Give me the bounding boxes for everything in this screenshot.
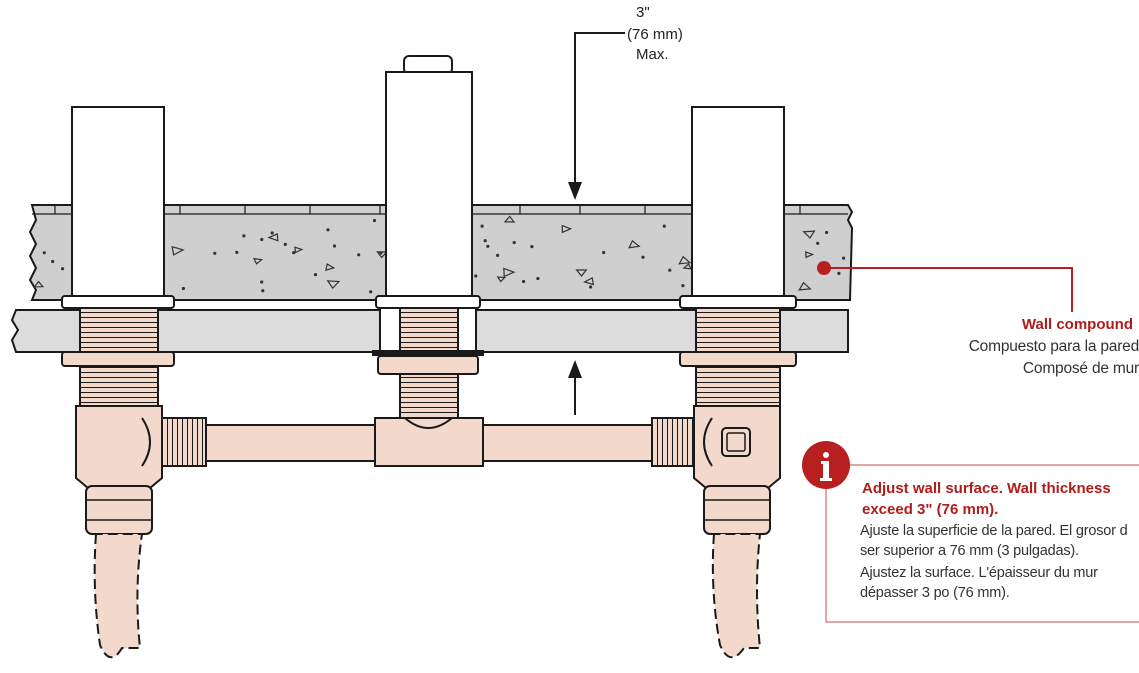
supply-pipe <box>161 417 697 467</box>
aggregate-stone <box>575 269 588 277</box>
wall-compound-es: Compuesto para la pared <box>968 338 1139 355</box>
aggregate-stone <box>171 245 185 256</box>
right-valve <box>679 106 797 659</box>
aggregate-dot <box>260 280 264 284</box>
aggregate-stone <box>324 263 336 271</box>
aggregate-stone <box>805 251 815 259</box>
note-es-line2: ser superior a 76 mm (3 pulgadas). <box>860 543 1079 559</box>
aggregate-dot <box>372 218 377 223</box>
note-box <box>802 441 1139 623</box>
note-es-line1: Ajuste la superficie de la pared. El gro… <box>860 523 1128 539</box>
aggregate-stone <box>294 246 304 254</box>
aggregate-dot <box>42 251 46 255</box>
aggregate-dot <box>530 245 534 249</box>
note-heading-line2: exceed 3" (76 mm). <box>862 501 999 518</box>
aggregate-dot <box>668 268 672 272</box>
left-valve <box>61 106 175 659</box>
note-fr-line2: dépasser 3 po (76 mm). <box>860 585 1010 601</box>
aggregate-dot <box>480 224 484 228</box>
aggregate-dot <box>824 230 829 235</box>
aggregate-dot <box>60 267 65 271</box>
aggregate-stone <box>267 233 279 242</box>
aggregate-stone <box>33 280 45 288</box>
aggregate-dot <box>474 274 478 278</box>
wall-compound-title: Wall compound <box>1021 316 1133 333</box>
aggregate-dot <box>235 250 239 254</box>
aggregate-dot <box>369 290 373 294</box>
aggregate-dot <box>292 251 296 255</box>
aggregate-stone <box>496 276 507 283</box>
aggregate-stone <box>798 281 812 291</box>
aggregate-stone <box>583 276 595 286</box>
aggregate-stone <box>682 263 693 270</box>
aggregate-dot <box>242 234 246 238</box>
aggregate-dot <box>213 251 217 255</box>
dimension-arrows <box>568 32 625 415</box>
aggregate-dot <box>521 279 526 284</box>
aggregate-stone <box>252 257 264 265</box>
wall-compound-fr: Composé de mur <box>1022 360 1139 377</box>
aggregate-dot <box>270 231 274 235</box>
aggregate-dot <box>588 285 593 289</box>
aggregate-dot <box>260 237 264 242</box>
dimension-max: Max. <box>636 46 669 63</box>
dimension-inch: 3" <box>636 4 650 21</box>
aggregate-dot <box>681 284 685 288</box>
aggregate-dot <box>486 244 490 248</box>
aggregate-dot <box>261 289 265 293</box>
aggregate-stone <box>628 239 641 249</box>
aggregate-dot <box>357 253 361 257</box>
aggregate-specks <box>33 215 846 294</box>
center-valve <box>372 55 484 419</box>
aggregate-dot <box>512 240 516 245</box>
aggregate-stone <box>503 215 516 223</box>
aggregate-dot <box>283 242 287 246</box>
aggregate-stone <box>561 224 573 234</box>
aggregate-dot <box>841 256 846 260</box>
aggregate-dot <box>816 241 820 245</box>
aggregate-stone <box>503 267 516 278</box>
aggregate-dot <box>837 271 841 275</box>
wall-compound-callout <box>817 261 1073 312</box>
note-fr-line1: Ajustez la surface. L'épaisseur du mur <box>860 565 1098 581</box>
aggregate-dot <box>662 224 666 228</box>
note-heading-line1: Adjust wall surface. Wall thickness <box>862 480 1111 497</box>
aggregate-dot <box>483 239 487 243</box>
dimension-mm: (76 mm) <box>627 26 683 43</box>
aggregate-dot <box>602 250 606 255</box>
aggregate-dot <box>496 253 500 257</box>
aggregate-dot <box>181 286 185 291</box>
aggregate-dot <box>332 244 337 248</box>
aggregate-stone <box>678 255 692 265</box>
aggregate-dot <box>313 273 318 277</box>
aggregate-dot <box>536 276 540 281</box>
aggregate-dot <box>326 228 330 232</box>
aggregate-stone <box>802 230 816 239</box>
aggregate-stone <box>326 280 341 290</box>
aggregate-dot <box>51 259 55 264</box>
aggregate-stone <box>376 251 389 259</box>
aggregate-dot <box>641 255 645 259</box>
